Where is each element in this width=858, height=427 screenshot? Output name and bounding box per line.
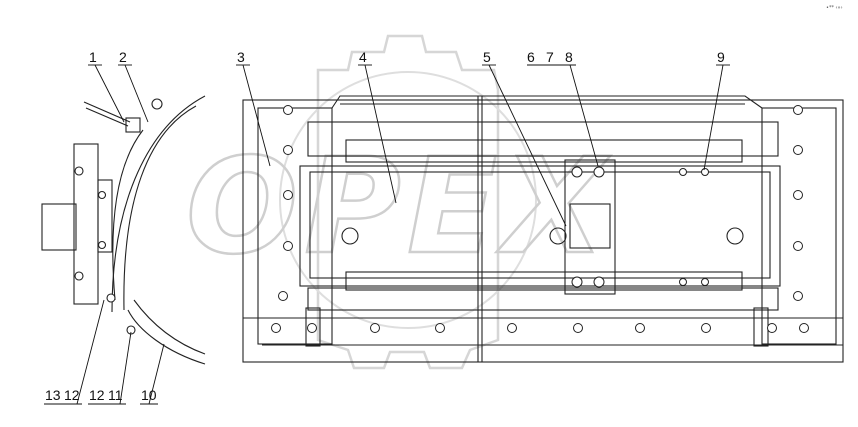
callout-10: 10: [141, 387, 157, 403]
bolt: [278, 291, 288, 301]
callout-11: 11: [108, 387, 123, 403]
callout-5: 5: [483, 49, 491, 65]
guard-outer-inner: [123, 105, 197, 311]
bolt: [370, 323, 380, 333]
bolt: [283, 145, 293, 155]
watermark-text: OPEX: [186, 130, 611, 284]
carriage-hole-right: [726, 227, 744, 245]
bracket-boss: [41, 203, 77, 251]
callout-4: 4: [359, 49, 367, 65]
left-bracket: [41, 95, 206, 365]
lower-bar: [345, 271, 743, 291]
bolt: [767, 323, 777, 333]
bolt: [793, 190, 803, 200]
carriage-hole-left: [341, 227, 359, 245]
bolt: [799, 323, 809, 333]
bolt: [97, 240, 107, 250]
bracket-spacer: [97, 179, 113, 253]
callout-12: 12: [64, 387, 80, 403]
pivot-block: [125, 117, 141, 133]
bolt: [793, 241, 803, 251]
bolt: [593, 166, 605, 178]
callout-1: 1: [89, 49, 97, 65]
guard-outer: [111, 95, 206, 313]
bolt: [679, 168, 687, 176]
bolt: [283, 241, 293, 251]
bolts: [271, 105, 809, 333]
bolt: [701, 168, 709, 176]
bolt: [74, 166, 84, 176]
watermark-gear-ring: [279, 71, 537, 329]
leader-lines: [44, 64, 730, 405]
lower-rail: [307, 287, 779, 311]
callout-7: 7: [546, 49, 554, 65]
bolt: [793, 291, 803, 301]
callouts: 1 2 3 4 5 6 7 8 9 13 12 12 11 10: [45, 49, 725, 403]
callout-6: 6: [527, 49, 535, 65]
clamp-insert: [569, 203, 611, 249]
lever-arm-2: [85, 107, 129, 127]
right-end-plate: [761, 107, 837, 345]
callout-8: 8: [565, 49, 573, 65]
carriage-hole-center: [549, 227, 567, 245]
bolt: [507, 323, 517, 333]
bolt: [435, 323, 445, 333]
pivot-pin: [151, 98, 163, 110]
bolt: [793, 145, 803, 155]
clamp-block: [564, 159, 616, 295]
callout-2: 2: [119, 49, 127, 65]
bolt: [571, 166, 583, 178]
guard-inner: [112, 129, 144, 301]
bolt: [106, 293, 116, 303]
bolt: [679, 278, 687, 286]
bolt: [271, 323, 281, 333]
bolt: [283, 105, 293, 115]
left-end-plate: [257, 107, 333, 345]
upper-bar: [345, 139, 743, 163]
carriage-frame: [299, 165, 781, 287]
base-plate: [242, 99, 844, 363]
bolt: [793, 105, 803, 115]
callout-3: 3: [237, 49, 245, 65]
bolt: [593, 276, 605, 288]
guard-tail: [127, 309, 206, 365]
right-foot: [753, 307, 769, 347]
callout-13: 13: [45, 387, 61, 403]
watermark-gear: [316, 34, 500, 370]
corner-mark: •** ‹»›: [826, 5, 843, 11]
upper-rail: [307, 121, 779, 157]
bolt: [573, 323, 583, 333]
guard-tail-inner: [133, 299, 206, 355]
left-foot: [305, 307, 321, 347]
bolt: [635, 323, 645, 333]
callout-9: 9: [717, 49, 725, 65]
bolt: [701, 323, 711, 333]
top-cover: [331, 95, 763, 109]
bolt: [283, 190, 293, 200]
bolt: [74, 271, 84, 281]
bolt: [701, 278, 709, 286]
bolt: [307, 323, 317, 333]
bolt: [97, 190, 107, 200]
bolt: [571, 276, 583, 288]
callout-12b: 12: [89, 387, 105, 403]
watermark: OPEX: [185, 34, 611, 370]
lever-arm: [83, 101, 131, 123]
